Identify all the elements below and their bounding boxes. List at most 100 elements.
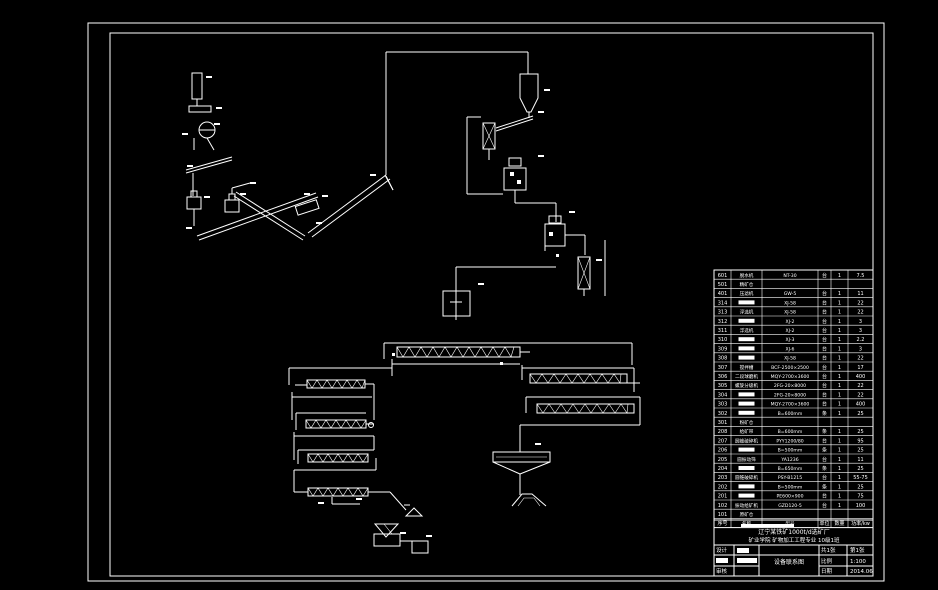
table-cell-no: 305	[718, 383, 728, 389]
table-cell-model: BCF-2500×2500	[771, 365, 809, 371]
table-cell-no: 207	[718, 438, 728, 444]
vibrating-screen	[294, 199, 320, 216]
scale-label: 比例	[821, 557, 833, 565]
feeder	[188, 105, 212, 113]
table-cell-no: 306	[718, 374, 728, 380]
date-label: 日期	[821, 568, 833, 575]
table-cell-model: XJ-58	[784, 356, 796, 362]
table-cell-qty: 1	[838, 273, 841, 279]
table-cell-power: 25	[857, 448, 863, 454]
table-cell-no: 311	[718, 328, 728, 334]
table-cell-unit: 台	[822, 327, 827, 334]
grinding-section	[455, 73, 606, 296]
table-header-unit: 单位	[819, 520, 829, 527]
table-cell-model: PYY1200/80	[776, 438, 803, 444]
redacted-name-bar	[738, 355, 755, 360]
table-cell-model: B=500mm	[778, 484, 803, 490]
table-cell-qty: 1	[838, 346, 841, 352]
table-cell-qty: 1	[838, 429, 841, 435]
table-cell-power: 25	[857, 466, 863, 472]
table-cell-model: NT-30	[783, 273, 796, 279]
table-cell-unit: 台	[822, 299, 827, 306]
table-cell-model: XJ-2	[786, 319, 795, 325]
table-cell-name: 压滤机	[740, 290, 754, 297]
redacted-name-bar	[738, 300, 755, 305]
table-cell-power: 3	[859, 346, 862, 352]
dewatering-section	[373, 440, 551, 554]
table-cell-model: XJ-58	[784, 310, 796, 316]
table-cell-model: XJ-2	[786, 328, 795, 334]
table-cell-qty: 1	[838, 392, 841, 398]
filter-press	[373, 523, 400, 538]
scavenger-cells-2	[536, 403, 635, 414]
table-cell-power: 3	[859, 328, 862, 334]
table-cell-power: 95	[857, 438, 863, 444]
redacted-name-bar	[738, 401, 755, 406]
table-cell-model: GW-5	[784, 291, 797, 297]
title-block: 辽宁某铁矿1000t/d选矿厂 矿业学院 矿物加工工程专业 10级1班 设计 审…	[713, 519, 874, 577]
table-cell-model: B=600mm	[778, 411, 803, 417]
table-cell-qty: 1	[838, 319, 841, 325]
table-cell-name: 给矿带	[740, 428, 754, 435]
table-cell-no: 309	[718, 346, 728, 352]
table-cell-unit: 条	[822, 483, 827, 490]
table-cell-unit: 台	[822, 345, 827, 352]
table-cell-name: 粉矿仓	[740, 419, 754, 426]
table-cell-qty: 1	[838, 300, 841, 306]
table-cell-model: GZD120-5	[778, 503, 802, 509]
table-cell-model: PE600×900	[776, 494, 803, 500]
table-cell-model: XJ-6	[786, 346, 795, 352]
table-cell-qty: 1	[838, 402, 841, 408]
scale-value: 1:100	[850, 559, 866, 565]
fine-ore-bin	[519, 73, 539, 113]
table-cell-model: 2FG-20×8000	[774, 392, 806, 398]
table-cell-model: 2FG-20×8000	[774, 383, 806, 389]
belt-conveyor-202	[185, 156, 233, 171]
table-cell-unit: 台	[822, 456, 827, 463]
table-cell-no: 205	[718, 457, 728, 463]
table-cell-unit: 台	[822, 502, 827, 509]
table-cell-no: 208	[718, 429, 728, 435]
scavenger-cells-1	[529, 373, 628, 384]
table-header-model: 型号	[785, 520, 795, 527]
table-cell-power: 100	[856, 503, 866, 509]
table-cell-model: B=600mm	[778, 429, 803, 435]
table-header-qty: 数量	[834, 520, 844, 527]
table-cell-no: 102	[718, 503, 728, 509]
table-cell-unit: 台	[822, 355, 827, 362]
table-cell-name: 二段球磨机	[735, 373, 758, 380]
table-cell-no: 302	[718, 411, 728, 417]
table-header-name: 名称	[742, 520, 752, 527]
table-cell-unit: 台	[822, 336, 827, 343]
table-cell-qty: 1	[838, 328, 841, 334]
table-cell-model: YA1236	[780, 457, 798, 463]
table-cell-power: 22	[857, 300, 863, 306]
belt-conveyor-208	[307, 174, 387, 234]
table-cell-qty: 1	[838, 438, 841, 444]
table-cell-name: 脱水机	[740, 272, 754, 279]
table-cell-power: 25	[857, 484, 863, 490]
redacted-name-bar	[738, 466, 755, 470]
concentrate-bin	[411, 540, 429, 554]
table-cell-qty: 1	[838, 484, 841, 490]
table-cell-unit: 台	[822, 493, 827, 500]
design-label: 设计	[716, 546, 728, 554]
table-cell-power: 11	[857, 291, 863, 297]
table-cell-no: 202	[718, 484, 728, 490]
sheet-count: 共1张	[821, 546, 836, 554]
redacted-name-bar	[738, 484, 755, 489]
sheet-number: 第1张	[850, 546, 865, 554]
table-cell-no: 310	[718, 337, 728, 343]
table-cell-power: 17	[857, 365, 863, 371]
table-cell-unit: 台	[822, 437, 827, 444]
table-cell-name: 圆锥破碎机	[735, 437, 758, 444]
table-cell-power: 400	[856, 374, 866, 380]
table-cell-no: 314	[718, 300, 728, 306]
redacted-name-bar	[738, 318, 755, 323]
tailings-pile	[511, 493, 547, 507]
table-cell-qty: 1	[838, 356, 841, 362]
project-line1: 辽宁某铁矿1000t/d选矿厂	[758, 528, 829, 536]
table-cell-no: 301	[718, 420, 728, 426]
